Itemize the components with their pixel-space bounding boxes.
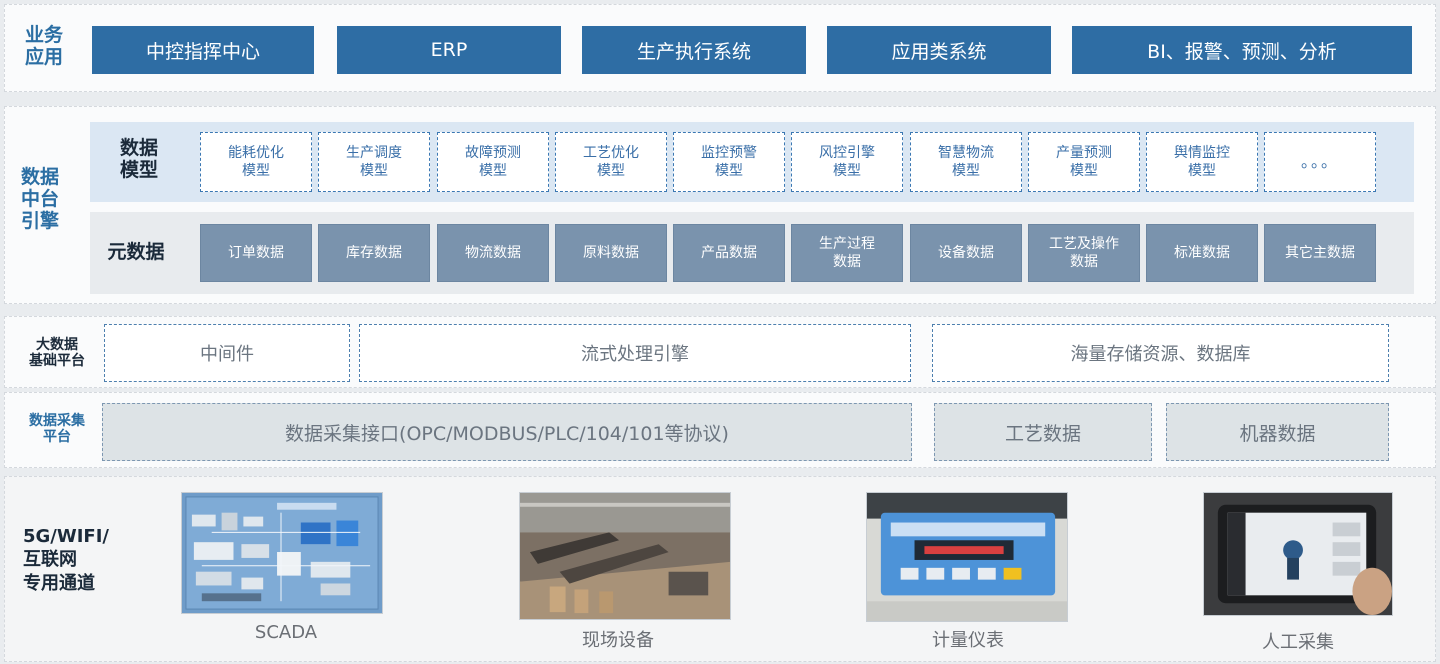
model-more[interactable]: 。。。 — [1264, 132, 1376, 192]
model-public-opinion[interactable]: 舆情监控 模型 — [1146, 132, 1258, 192]
meta-equipment-data[interactable]: 设备数据 — [910, 224, 1022, 282]
scada-caption: SCADA — [254, 622, 318, 643]
metering-instrument-image — [866, 492, 1068, 622]
meta-inventory-data[interactable]: 库存数据 — [318, 224, 430, 282]
model-production-scheduling[interactable]: 生产调度 模型 — [318, 132, 430, 192]
model-output-forecast[interactable]: 产量预测 模型 — [1028, 132, 1140, 192]
command-center-button[interactable]: 中控指挥中心 — [92, 26, 314, 74]
machine-data-box[interactable]: 机器数据 — [1166, 403, 1389, 461]
scada-screen-image — [181, 492, 383, 614]
meta-order-data[interactable]: 订单数据 — [200, 224, 312, 282]
manual-collection-image — [1203, 492, 1393, 616]
meta-material-data[interactable]: 原料数据 — [555, 224, 667, 282]
mes-button[interactable]: 生产执行系统 — [582, 26, 806, 74]
process-data-box[interactable]: 工艺数据 — [934, 403, 1152, 461]
application-systems-button[interactable]: 应用类系统 — [827, 26, 1051, 74]
meta-standard-data[interactable]: 标准数据 — [1146, 224, 1258, 282]
metadata-label: 元数据 — [107, 241, 165, 263]
manual-collection-caption: 人工采集 — [1262, 632, 1334, 653]
meta-product-data[interactable]: 产品数据 — [673, 224, 785, 282]
field-equipment-caption: 现场设备 — [582, 630, 654, 651]
data-model-label: 数据 模型 — [119, 137, 158, 181]
model-risk-engine[interactable]: 风控引擎 模型 — [791, 132, 903, 192]
meta-production-process-data[interactable]: 生产过程 数据 — [791, 224, 903, 282]
model-fault-prediction[interactable]: 故障预测 模型 — [437, 132, 549, 192]
bi-alarm-forecast-button[interactable]: BI、报警、预测、分析 — [1072, 26, 1412, 74]
collection-interface-box[interactable]: 数据采集接口(OPC/MODBUS/PLC/104/101等协议) — [102, 403, 912, 461]
model-monitoring-warning[interactable]: 监控预警 模型 — [673, 132, 785, 192]
meta-other-master-data[interactable]: 其它主数据 — [1264, 224, 1376, 282]
model-smart-logistics[interactable]: 智慧物流 模型 — [910, 132, 1022, 192]
business-layer-label: 业务 应用 — [24, 24, 63, 68]
bigdata-platform-label: 大数据 基础平台 — [29, 337, 85, 370]
model-process-optimization[interactable]: 工艺优化 模型 — [555, 132, 667, 192]
meta-process-operation-data[interactable]: 工艺及操作 数据 — [1028, 224, 1140, 282]
data-collection-label: 数据采集 平台 — [29, 413, 85, 446]
model-energy-optimization[interactable]: 能耗优化 模型 — [200, 132, 312, 192]
storage-database-box[interactable]: 海量存储资源、数据库 — [932, 324, 1389, 382]
network-channel-label: 5G/WIFI/ 互联网 专用通道 — [23, 526, 109, 594]
data-center-label: 数据 中台 引擎 — [20, 166, 59, 232]
stream-processing-box[interactable]: 流式处理引擎 — [359, 324, 911, 382]
metering-instrument-caption: 计量仪表 — [932, 630, 1004, 651]
erp-button[interactable]: ERP — [337, 26, 561, 74]
field-equipment-image — [519, 492, 731, 620]
meta-logistics-data[interactable]: 物流数据 — [437, 224, 549, 282]
middleware-box[interactable]: 中间件 — [104, 324, 350, 382]
